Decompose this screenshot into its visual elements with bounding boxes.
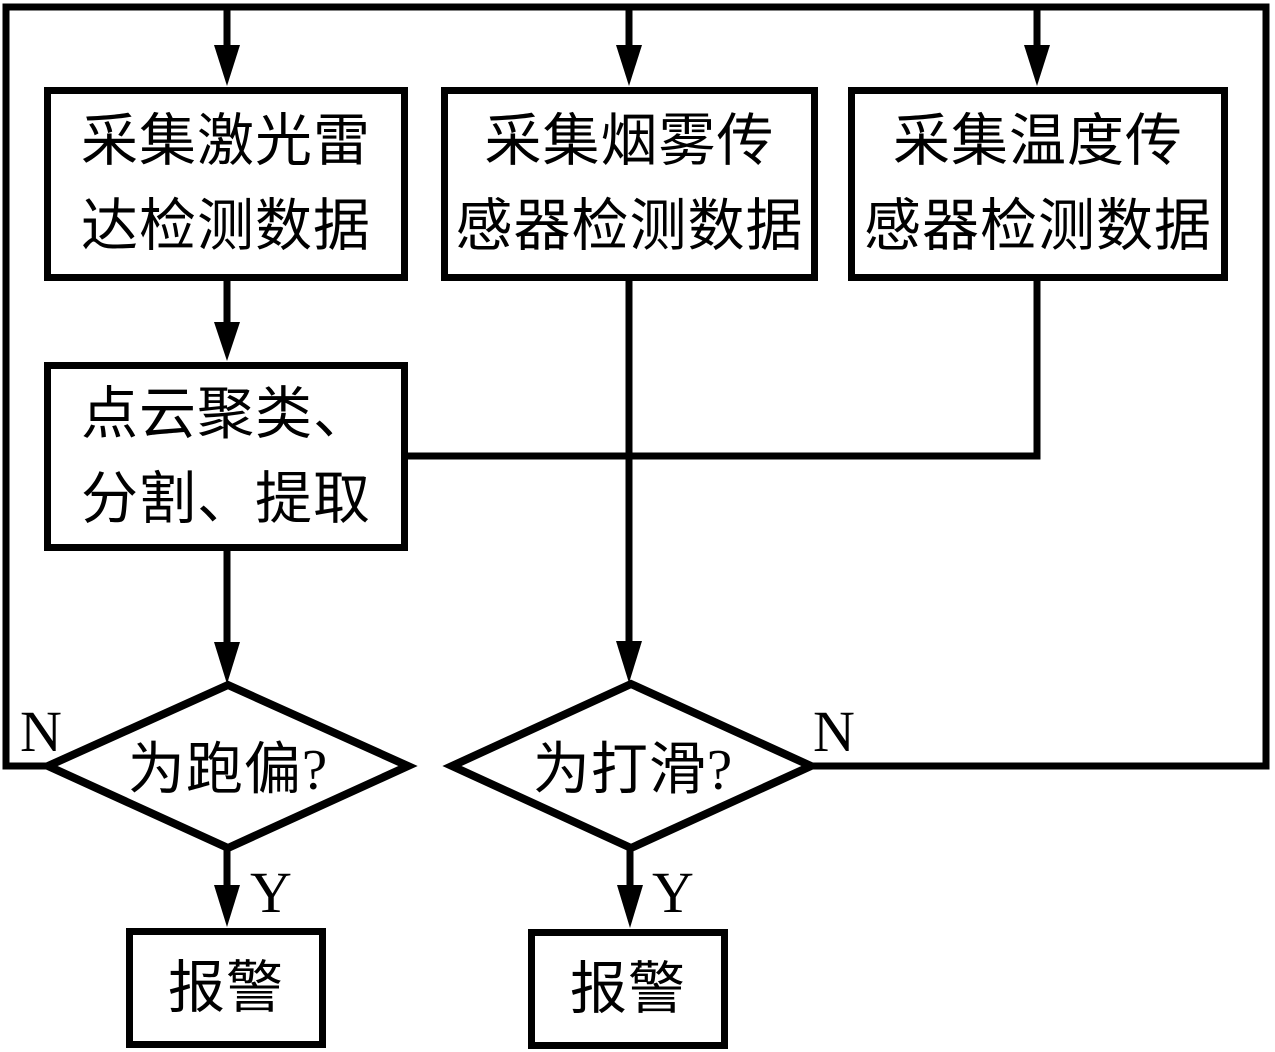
arrow-top-to-temperature	[1024, 10, 1050, 86]
box-alarm-slip-label: 报警	[570, 957, 686, 1021]
arrow-top-to-smoke	[616, 10, 642, 86]
decision-deviation-label: 为跑偏?	[127, 738, 329, 802]
branch-label-deviation-yes: Y	[250, 860, 292, 925]
box-pointcloud-processing: 点云聚类、 分割、提取	[44, 362, 408, 551]
arrow-pointcloud-to-deviation	[214, 551, 240, 684]
branch-label-slip-no: N	[813, 699, 855, 764]
loopback-border-line	[2, 3, 1270, 770]
box-collect-smoke-data: 采集烟雾传 感器检测数据	[441, 87, 818, 281]
box-pointcloud-line1: 点云聚类、	[81, 382, 371, 446]
arrow-slip-to-alarm	[617, 848, 643, 928]
box-alarm-deviation: 报警	[126, 928, 326, 1048]
branch-label-slip-yes: Y	[652, 860, 694, 925]
box-pointcloud-line2: 分割、提取	[81, 467, 371, 531]
arrow-lidar-to-pointcloud	[214, 281, 240, 361]
box-collect-temperature-line1: 采集温度传	[893, 110, 1183, 173]
decision-slip-label: 为打滑?	[532, 738, 734, 802]
box-alarm-slip: 报警	[528, 929, 728, 1049]
arrow-smoke-to-slip	[616, 281, 642, 683]
box-collect-temperature-line2: 感器检测数据	[864, 195, 1212, 258]
box-alarm-deviation-label: 报警	[168, 956, 284, 1020]
arrow-top-to-lidar	[214, 10, 240, 86]
box-collect-lidar-data: 采集激光雷 达检测数据	[44, 87, 408, 281]
temperature-to-pointcloud-line	[404, 281, 1041, 460]
box-collect-lidar-line2: 达检测数据	[81, 195, 371, 258]
box-collect-smoke-line1: 采集烟雾传	[484, 110, 775, 173]
arrow-deviation-to-alarm	[214, 848, 240, 927]
box-collect-temperature-data: 采集温度传 感器检测数据	[848, 87, 1228, 281]
branch-label-deviation-no: N	[20, 699, 62, 764]
box-collect-lidar-line1: 采集激光雷	[81, 110, 371, 173]
box-collect-smoke-line2: 感器检测数据	[455, 195, 804, 258]
